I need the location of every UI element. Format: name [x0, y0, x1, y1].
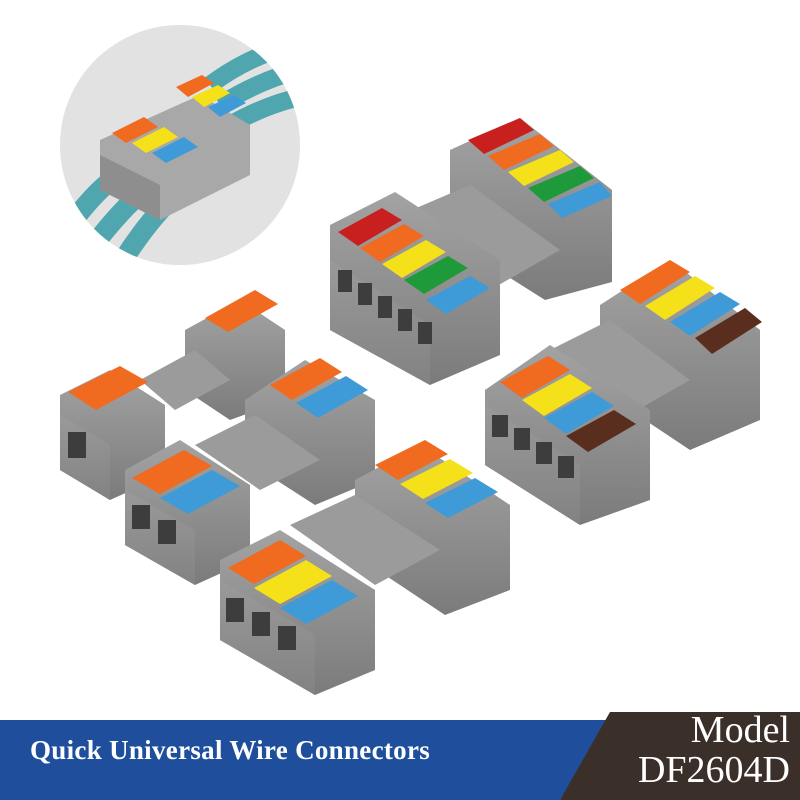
model-code: DF2604D — [637, 749, 790, 791]
banner-title: Quick Universal Wire Connectors — [30, 735, 431, 765]
connector-4way — [485, 260, 762, 525]
connector-3way — [220, 440, 510, 695]
model-label: Model — [690, 709, 790, 751]
connector-5way — [330, 118, 612, 385]
lever-yellow-icon — [382, 240, 446, 278]
lever-red-icon — [338, 208, 402, 246]
inset-photo — [60, 25, 300, 265]
lever-blue-icon — [426, 276, 490, 314]
title-banner — [0, 712, 800, 800]
lever-green-icon — [404, 256, 468, 294]
connector-2way — [125, 358, 375, 585]
lever-orange-icon — [360, 224, 424, 262]
